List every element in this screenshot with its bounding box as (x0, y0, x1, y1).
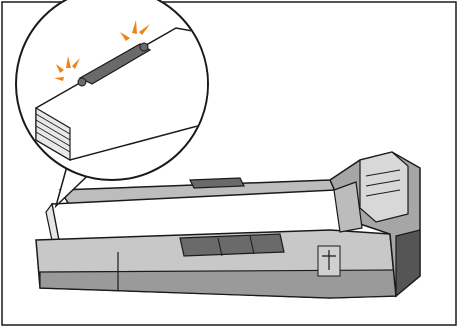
tray-handle (395, 229, 421, 298)
rear-guide (189, 177, 245, 189)
click-mark-icon (54, 56, 80, 81)
end-guide-ribs (365, 169, 401, 197)
magnified-guide-tab (78, 43, 152, 85)
size-indicator-mark (322, 250, 336, 270)
end-guide-clip (333, 181, 363, 233)
end-guide-plate (359, 151, 409, 223)
paper-sheet-lines (35, 113, 71, 153)
guide-claw-right (139, 42, 149, 52)
side-guide-grip (217, 235, 255, 257)
click-mark-icon (120, 20, 150, 41)
side-guide (179, 233, 285, 257)
guide-claw-left (77, 77, 87, 87)
paper-tray (35, 151, 421, 299)
callout-magnifier (15, 0, 209, 209)
